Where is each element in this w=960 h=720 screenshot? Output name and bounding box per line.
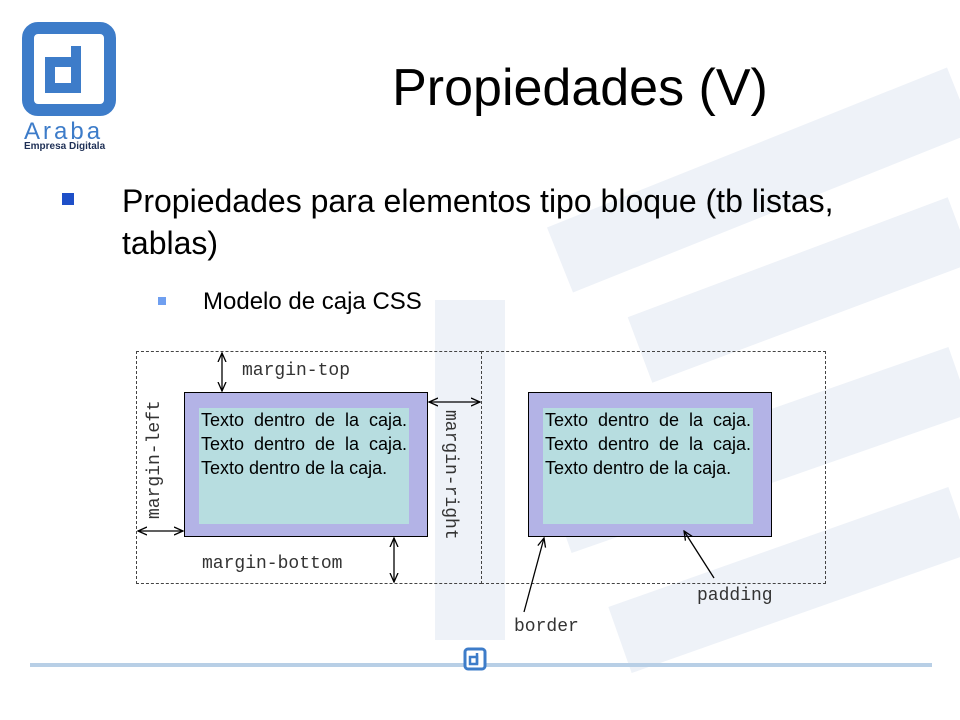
label-margin-left: margin-left [145, 400, 165, 519]
label-margin-top: margin-top [242, 361, 351, 381]
bullet-level2: Modelo de caja CSS [203, 288, 422, 315]
label-padding: padding [697, 586, 773, 606]
bullet-small-square-icon [158, 297, 166, 305]
logo-name: Araba [24, 118, 104, 145]
bullet-level1: Propiedades para elementos tipo bloque (… [122, 183, 834, 261]
label-margin-bottom: margin-bottom [202, 554, 343, 574]
box-content-left: Texto dentro de la caja. Texto dentro de… [199, 408, 409, 524]
label-border: border [514, 617, 579, 637]
label-margin-right: margin-right [440, 410, 460, 540]
araba-logo-icon [22, 22, 116, 116]
box-content-right: Texto dentro de la caja. Texto dentro de… [543, 408, 753, 524]
bullet-square-icon [62, 193, 74, 205]
footer-logo-icon [463, 647, 487, 671]
page-title: Propiedades (V) [392, 59, 768, 117]
margin-area-right [481, 351, 826, 584]
logo-tagline: Empresa Digitala [24, 141, 106, 152]
